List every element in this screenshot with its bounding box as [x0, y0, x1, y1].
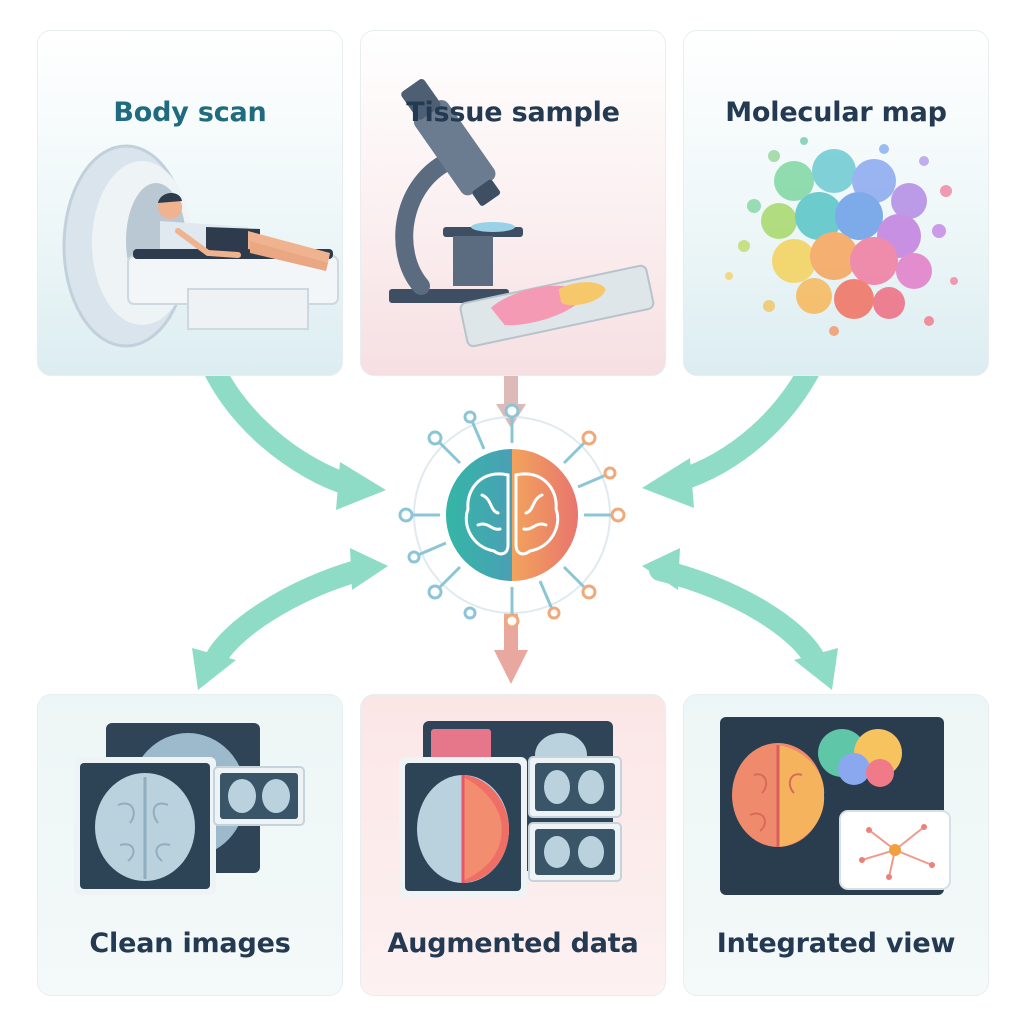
- tissue-sample-panel: Tissue sample: [360, 30, 666, 376]
- microscope-icon: [389, 79, 655, 348]
- clean-images-panel: Clean images: [37, 694, 343, 996]
- body-scan-panel: Body scan: [37, 30, 343, 376]
- integrated-view-panel: Integrated view: [683, 694, 989, 996]
- panel-title: Augmented data: [387, 928, 639, 959]
- molecular-map-panel: Molecular map: [683, 30, 989, 376]
- panel-title: Body scan: [113, 97, 267, 128]
- brain-scan-stack-icon: [74, 723, 305, 895]
- panel-title: Clean images: [89, 928, 291, 959]
- panel-title: Integrated view: [716, 928, 956, 959]
- brain-network-icon: [398, 403, 626, 629]
- integrated-brain-display-icon: [720, 717, 951, 895]
- augmented-brain-scans-icon: [399, 721, 622, 897]
- arrow-hub-to-integrated: [642, 548, 838, 690]
- augmented-data-panel: Augmented data: [360, 694, 666, 996]
- arrow-hub-to-clean: [192, 548, 388, 690]
- molecular-dots-icon: [725, 137, 958, 336]
- panel-title: Molecular map: [725, 97, 947, 128]
- panel-title: Tissue sample: [406, 97, 620, 128]
- mri-scanner-icon: [62, 144, 339, 348]
